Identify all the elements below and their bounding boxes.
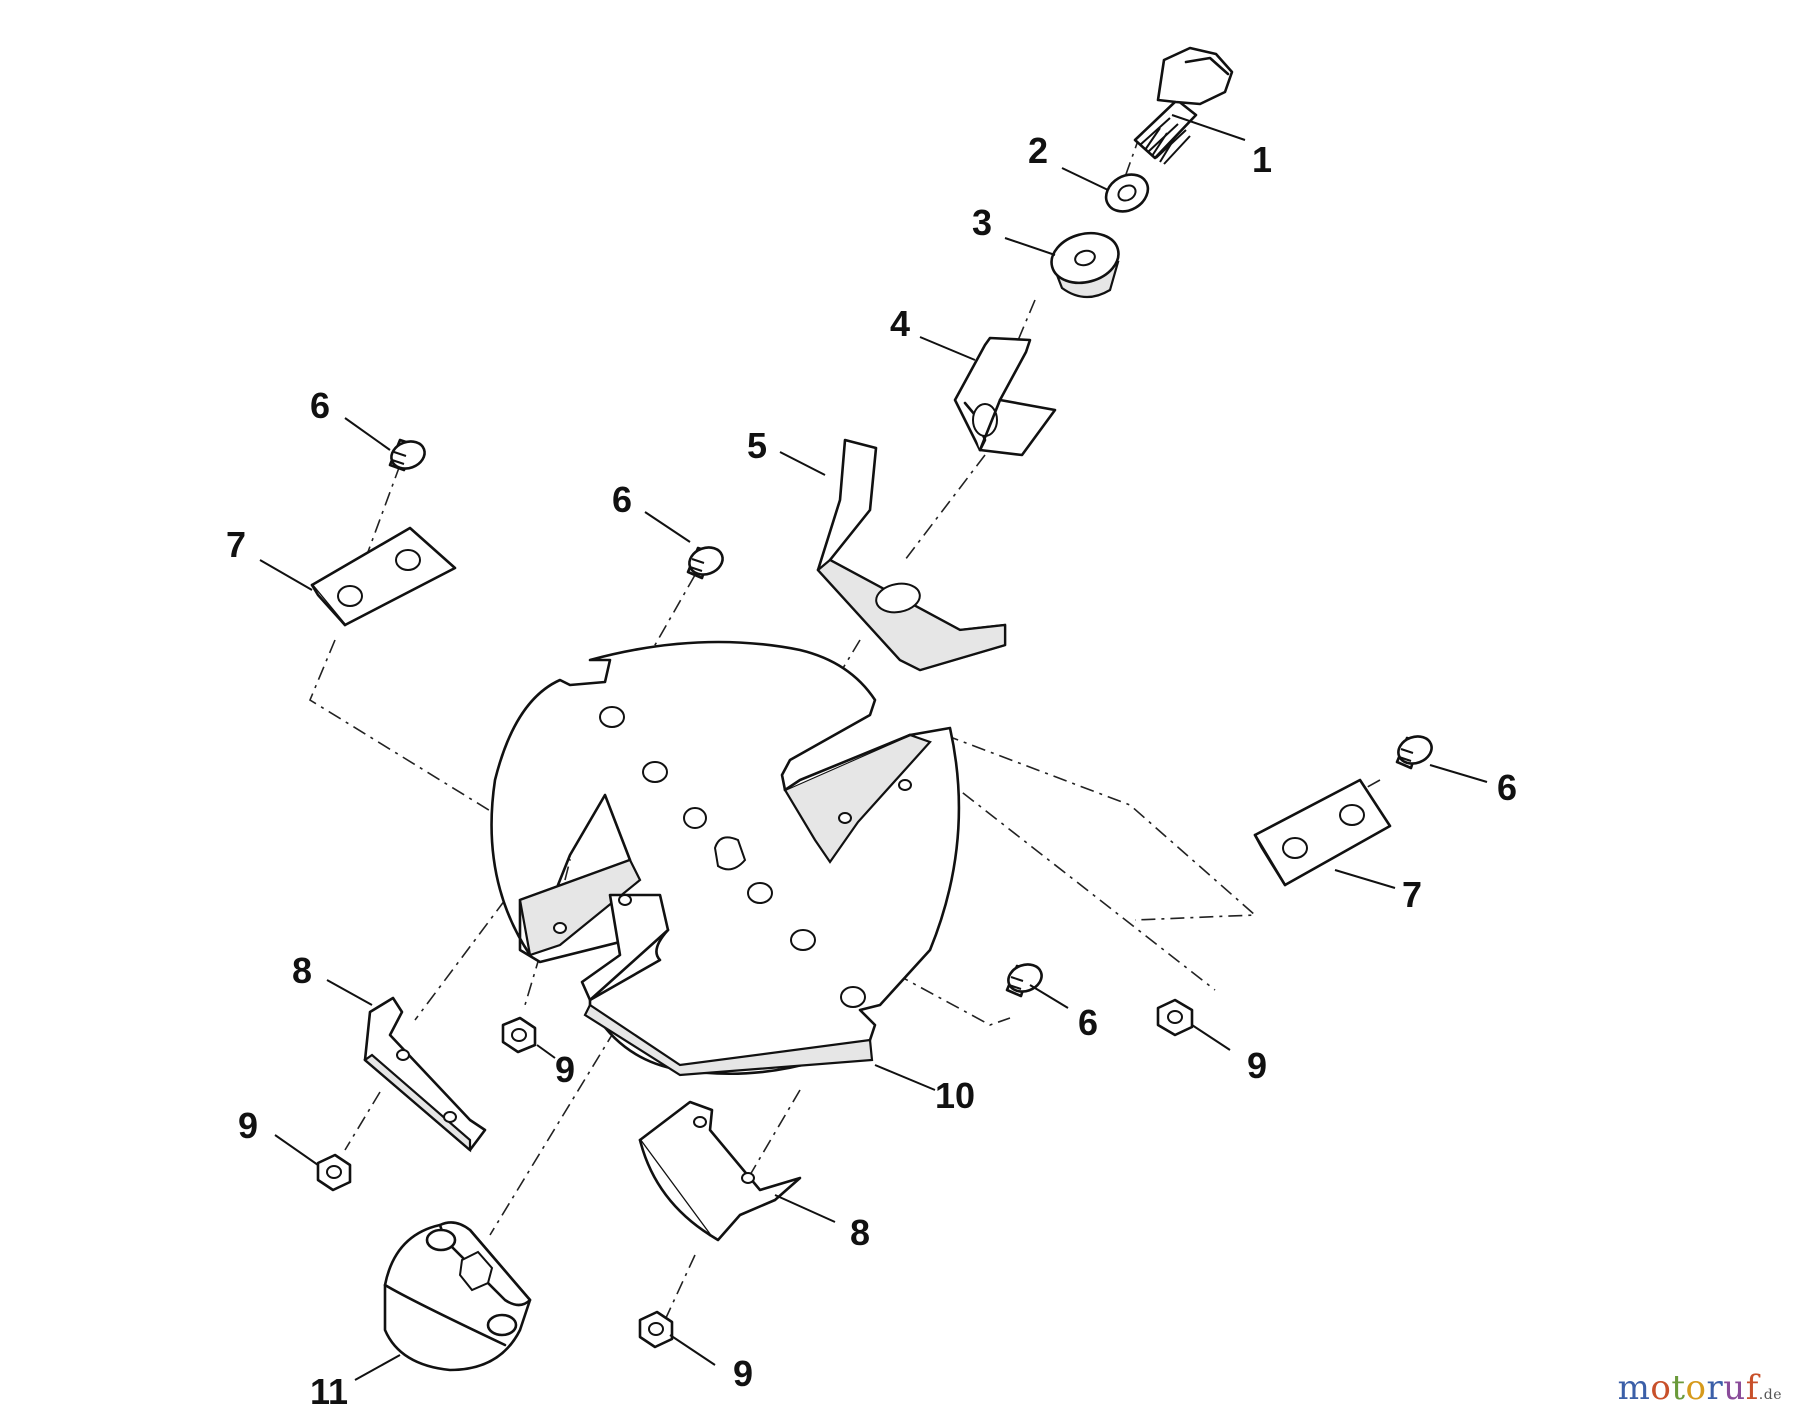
callout-6-lower: 6 [1078, 1002, 1098, 1043]
screw-part-6-c [1395, 735, 1433, 770]
callout-1: 1 [1252, 139, 1272, 180]
callout-2: 2 [1028, 130, 1048, 171]
logo-letter: u [1723, 1368, 1746, 1408]
nut-part-9-b [1156, 998, 1194, 1037]
screw-part-6-a [388, 438, 426, 472]
spacer-part-3 [1050, 231, 1120, 299]
nut-part-9-d [638, 1310, 674, 1349]
callout-6-right: 6 [1497, 767, 1517, 808]
callout-8-left: 8 [292, 950, 312, 991]
logo-domain-suffix: .de [1758, 1387, 1782, 1403]
callout-7-left: 7 [226, 524, 246, 565]
callout-9-d: 9 [733, 1353, 753, 1394]
callout-7-right: 7 [1402, 874, 1422, 915]
callout-labels: 1 2 3 4 5 6 6 6 6 7 7 8 8 9 9 9 9 10 11 [226, 130, 1517, 1412]
callout-9-a: 9 [555, 1049, 575, 1090]
lock-washer-part-2 [1104, 173, 1150, 213]
plate-part-5 [816, 438, 1007, 672]
callout-6-upper-left: 6 [310, 385, 330, 426]
bolt-part-1 [1133, 46, 1234, 165]
callout-5: 5 [747, 425, 767, 466]
screw-part-6-d [1005, 963, 1043, 998]
blade-tab-part-7-left [310, 526, 457, 627]
bracket-part-8-left [363, 996, 487, 1153]
motoruf-logo: motoruf.de [1618, 1368, 1782, 1408]
hub-part-11 [383, 1221, 532, 1372]
logo-letter: o [1650, 1368, 1672, 1408]
callout-4: 4 [890, 303, 910, 344]
logo-letter: r [1706, 1368, 1724, 1408]
callout-3: 3 [972, 202, 992, 243]
nut-part-9-c [316, 1153, 352, 1192]
screw-part-6-b [686, 546, 724, 580]
bracket-part-4 [953, 336, 1057, 457]
bracket-part-8-bottom [638, 1100, 802, 1242]
nut-part-9-a [501, 1016, 537, 1054]
callout-10: 10 [935, 1075, 975, 1116]
blade-tab-part-7-right [1253, 778, 1392, 887]
callout-9-b: 9 [1247, 1045, 1267, 1086]
logo-letter: f [1745, 1368, 1759, 1408]
callout-11: 11 [310, 1371, 348, 1412]
disc-part-10 [490, 640, 961, 1077]
logo-letter: o [1685, 1368, 1707, 1408]
leader-lines [259, 114, 1488, 1381]
callout-6-center: 6 [612, 479, 632, 520]
callout-9-c: 9 [238, 1105, 258, 1146]
logo-letter: t [1671, 1368, 1686, 1408]
logo-letter: m [1617, 1368, 1651, 1408]
callout-8-bottom: 8 [850, 1212, 870, 1253]
